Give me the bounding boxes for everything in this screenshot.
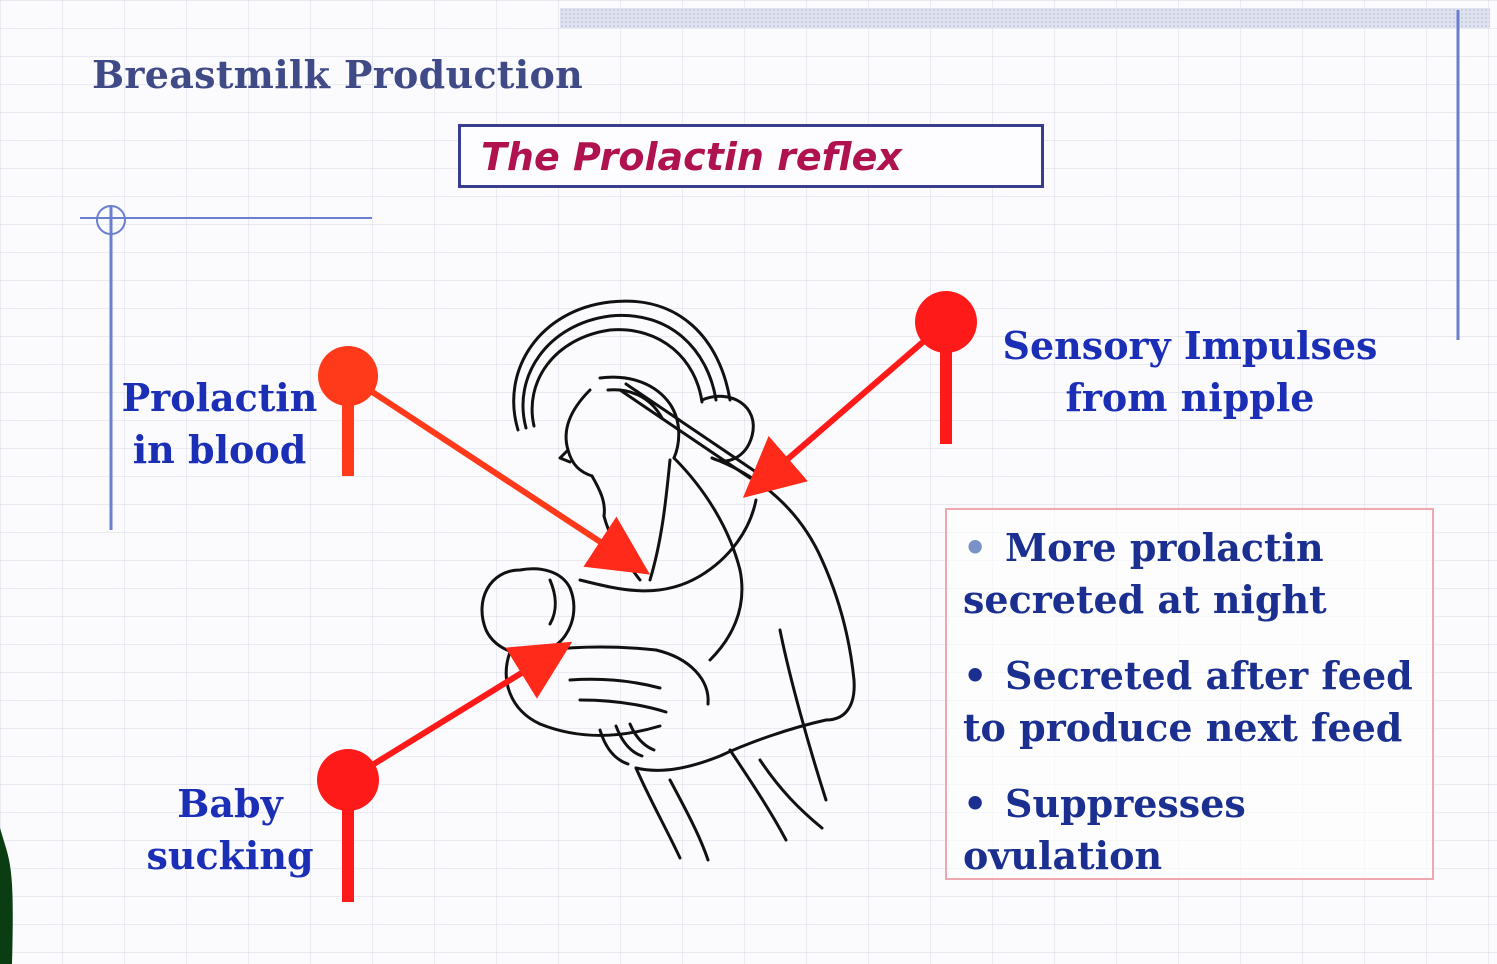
bullet-item: •Suppresses ovulation — [963, 778, 1423, 882]
bullet-dot-icon: • — [963, 522, 1005, 574]
label-baby-sucking: Baby sucking — [130, 778, 330, 882]
label-sensory-impulses: Sensory Impulses from nipple — [990, 320, 1390, 424]
bullet-text: to produce next feed — [963, 702, 1423, 754]
label-line: Baby — [130, 778, 330, 830]
bullet-dot-icon: • — [963, 778, 1005, 830]
label-line: from nipple — [990, 372, 1390, 424]
prolactin-arrow — [348, 376, 640, 568]
prolactin-pin — [318, 346, 378, 476]
bullet-text: More prolactin — [1005, 525, 1324, 570]
bullet-item: •More prolactin secreted at night — [963, 522, 1423, 626]
sensory-arrow — [752, 322, 946, 490]
bullet-text: Secreted after feed — [1005, 653, 1413, 698]
bullet-text: Suppresses — [1005, 781, 1246, 826]
bullet-text: secreted at night — [963, 574, 1423, 626]
label-line: sucking — [130, 830, 330, 882]
bullet-dot-icon: • — [963, 650, 1005, 702]
label-prolactin-in-blood: Prolactin in blood — [112, 372, 327, 476]
bullet-item: •Secreted after feed to produce next fee… — [963, 650, 1423, 754]
baby-arrow — [348, 648, 562, 780]
corner-decoration — [0, 828, 16, 964]
label-line: in blood — [112, 424, 327, 476]
bullet-box: •More prolactin secreted at night •Secre… — [945, 508, 1434, 880]
bullet-text: ovulation — [963, 830, 1423, 882]
label-line: Sensory Impulses — [990, 320, 1390, 372]
label-line: Prolactin — [112, 372, 327, 424]
sensory-pin — [915, 291, 977, 444]
